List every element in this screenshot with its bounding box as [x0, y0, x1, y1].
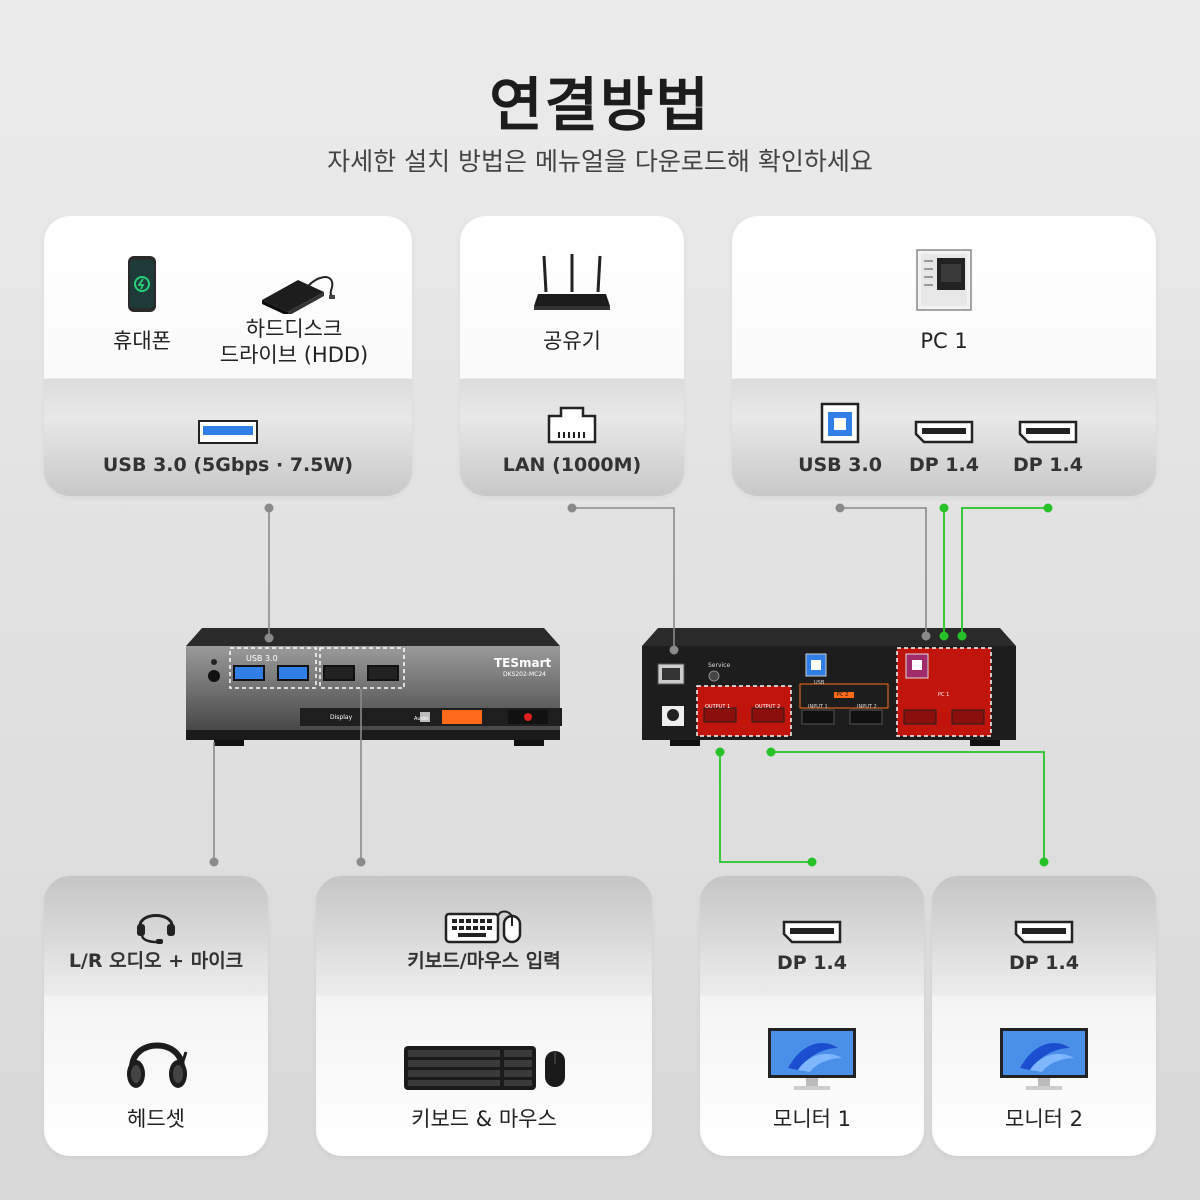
keyboard-icon [404, 1046, 536, 1090]
dp-port-icon-2 [1018, 420, 1078, 444]
monitor-icon-2 [1000, 1028, 1088, 1090]
headset-mic-icon [137, 914, 175, 944]
back-usb-label: USB [814, 680, 825, 686]
phone-label: 휴대폰 [113, 329, 171, 353]
front-usb-label: USB 3.0 [246, 654, 278, 663]
usb-port-label: USB 3.0 (5Gbps · 7.5W) [102, 454, 354, 476]
pc-usb-port-label: USB 3.0 [798, 454, 882, 476]
monitor-icon-1 [768, 1028, 856, 1090]
page-title: 연결방법 [489, 71, 711, 139]
usb-card: 휴대폰 하드디스크 드라이브 (HDD) USB 3.0 (5Gbps · 7.… [44, 216, 412, 496]
monitor1-label: 모니터 1 [773, 1107, 851, 1131]
monitor1-port-label: DP 1.4 [777, 952, 847, 974]
usb-port-icon [198, 420, 258, 444]
page-subtitle: 자세한 설치 방법은 메뉴얼을 다운로드해 확인하세요 [327, 147, 873, 176]
wire-pc-usb [840, 507, 927, 636]
lan-port-label: LAN (1000M) [502, 454, 642, 476]
usb-b-port-icon [820, 402, 860, 444]
back-pc1-label: PC 1 [938, 692, 950, 698]
front-display-label: Display [330, 714, 353, 721]
headset-label: 헤드셋 [127, 1107, 185, 1131]
monitor2-card: DP 1.4 모니터 2 [932, 876, 1156, 1156]
wire-dp2-in [961, 507, 1048, 636]
back-input2-label: INPUT 2 [857, 704, 877, 710]
back-input1-label: INPUT 1 [808, 704, 828, 710]
keyboard-mouse-label: 키보드 & 마우스 [411, 1107, 557, 1131]
router-icon [534, 254, 610, 310]
pc-tower-icon [916, 249, 972, 311]
dp-port-icon-3 [782, 920, 842, 944]
back-output1-label: OUTPUT 1 [705, 704, 731, 710]
back-dc-label: DC 12V [664, 728, 683, 734]
pc-dp2-port-label: DP 1.4 [1013, 454, 1083, 476]
keyboard-mouse-outline-icon [444, 910, 522, 944]
kvm-front-panel [186, 628, 562, 746]
audio-card: L/R 오디오 + 마이크 헤드셋 [44, 876, 268, 1156]
front-audio-label: Audio [414, 716, 429, 722]
mouse-icon [545, 1051, 565, 1087]
router-label: 공유기 [543, 329, 601, 353]
hdd-icon [262, 276, 335, 314]
monitor1-card: DP 1.4 모니터 1 [700, 876, 924, 1156]
input-port-label: 키보드/마우스 입력 [407, 950, 561, 972]
wire-monitor1 [719, 752, 812, 863]
monitor2-port-label: DP 1.4 [1009, 952, 1079, 974]
kvm-back-panel [642, 628, 1016, 746]
phone-icon [128, 256, 156, 312]
wire-lan [572, 507, 675, 650]
hdd-label-line2: 드라이브 (HDD) [219, 343, 369, 367]
audio-port-label: L/R 오디오 + 마이크 [68, 950, 244, 972]
headset-icon [127, 1042, 188, 1088]
front-brand: TESmart [494, 656, 552, 670]
dp-port-icon-4 [1014, 920, 1074, 944]
front-model: DKS202-MC24 [503, 671, 546, 678]
lan-card: 공유기 LAN (1000M) [460, 216, 684, 496]
hdd-label-line1: 하드디스크 [245, 317, 343, 341]
input-card: 키보드/마우스 입력 키보드 & 마우스 [316, 876, 652, 1156]
back-service-label: Service [708, 662, 731, 669]
pc1-label: PC 1 [920, 329, 968, 353]
dp-port-icon-1 [914, 420, 974, 444]
back-output2-label: OUTPUT 2 [755, 704, 781, 710]
lan-port-icon [547, 406, 597, 444]
pc-card: PC 1 USB 3.0 DP 1.4 DP 1.4 [732, 216, 1156, 496]
pc-dp1-port-label: DP 1.4 [909, 454, 979, 476]
back-pc2-label: PC 2 [837, 692, 849, 698]
monitor2-label: 모니터 2 [1005, 1107, 1083, 1131]
wire-monitor2 [771, 751, 1045, 862]
